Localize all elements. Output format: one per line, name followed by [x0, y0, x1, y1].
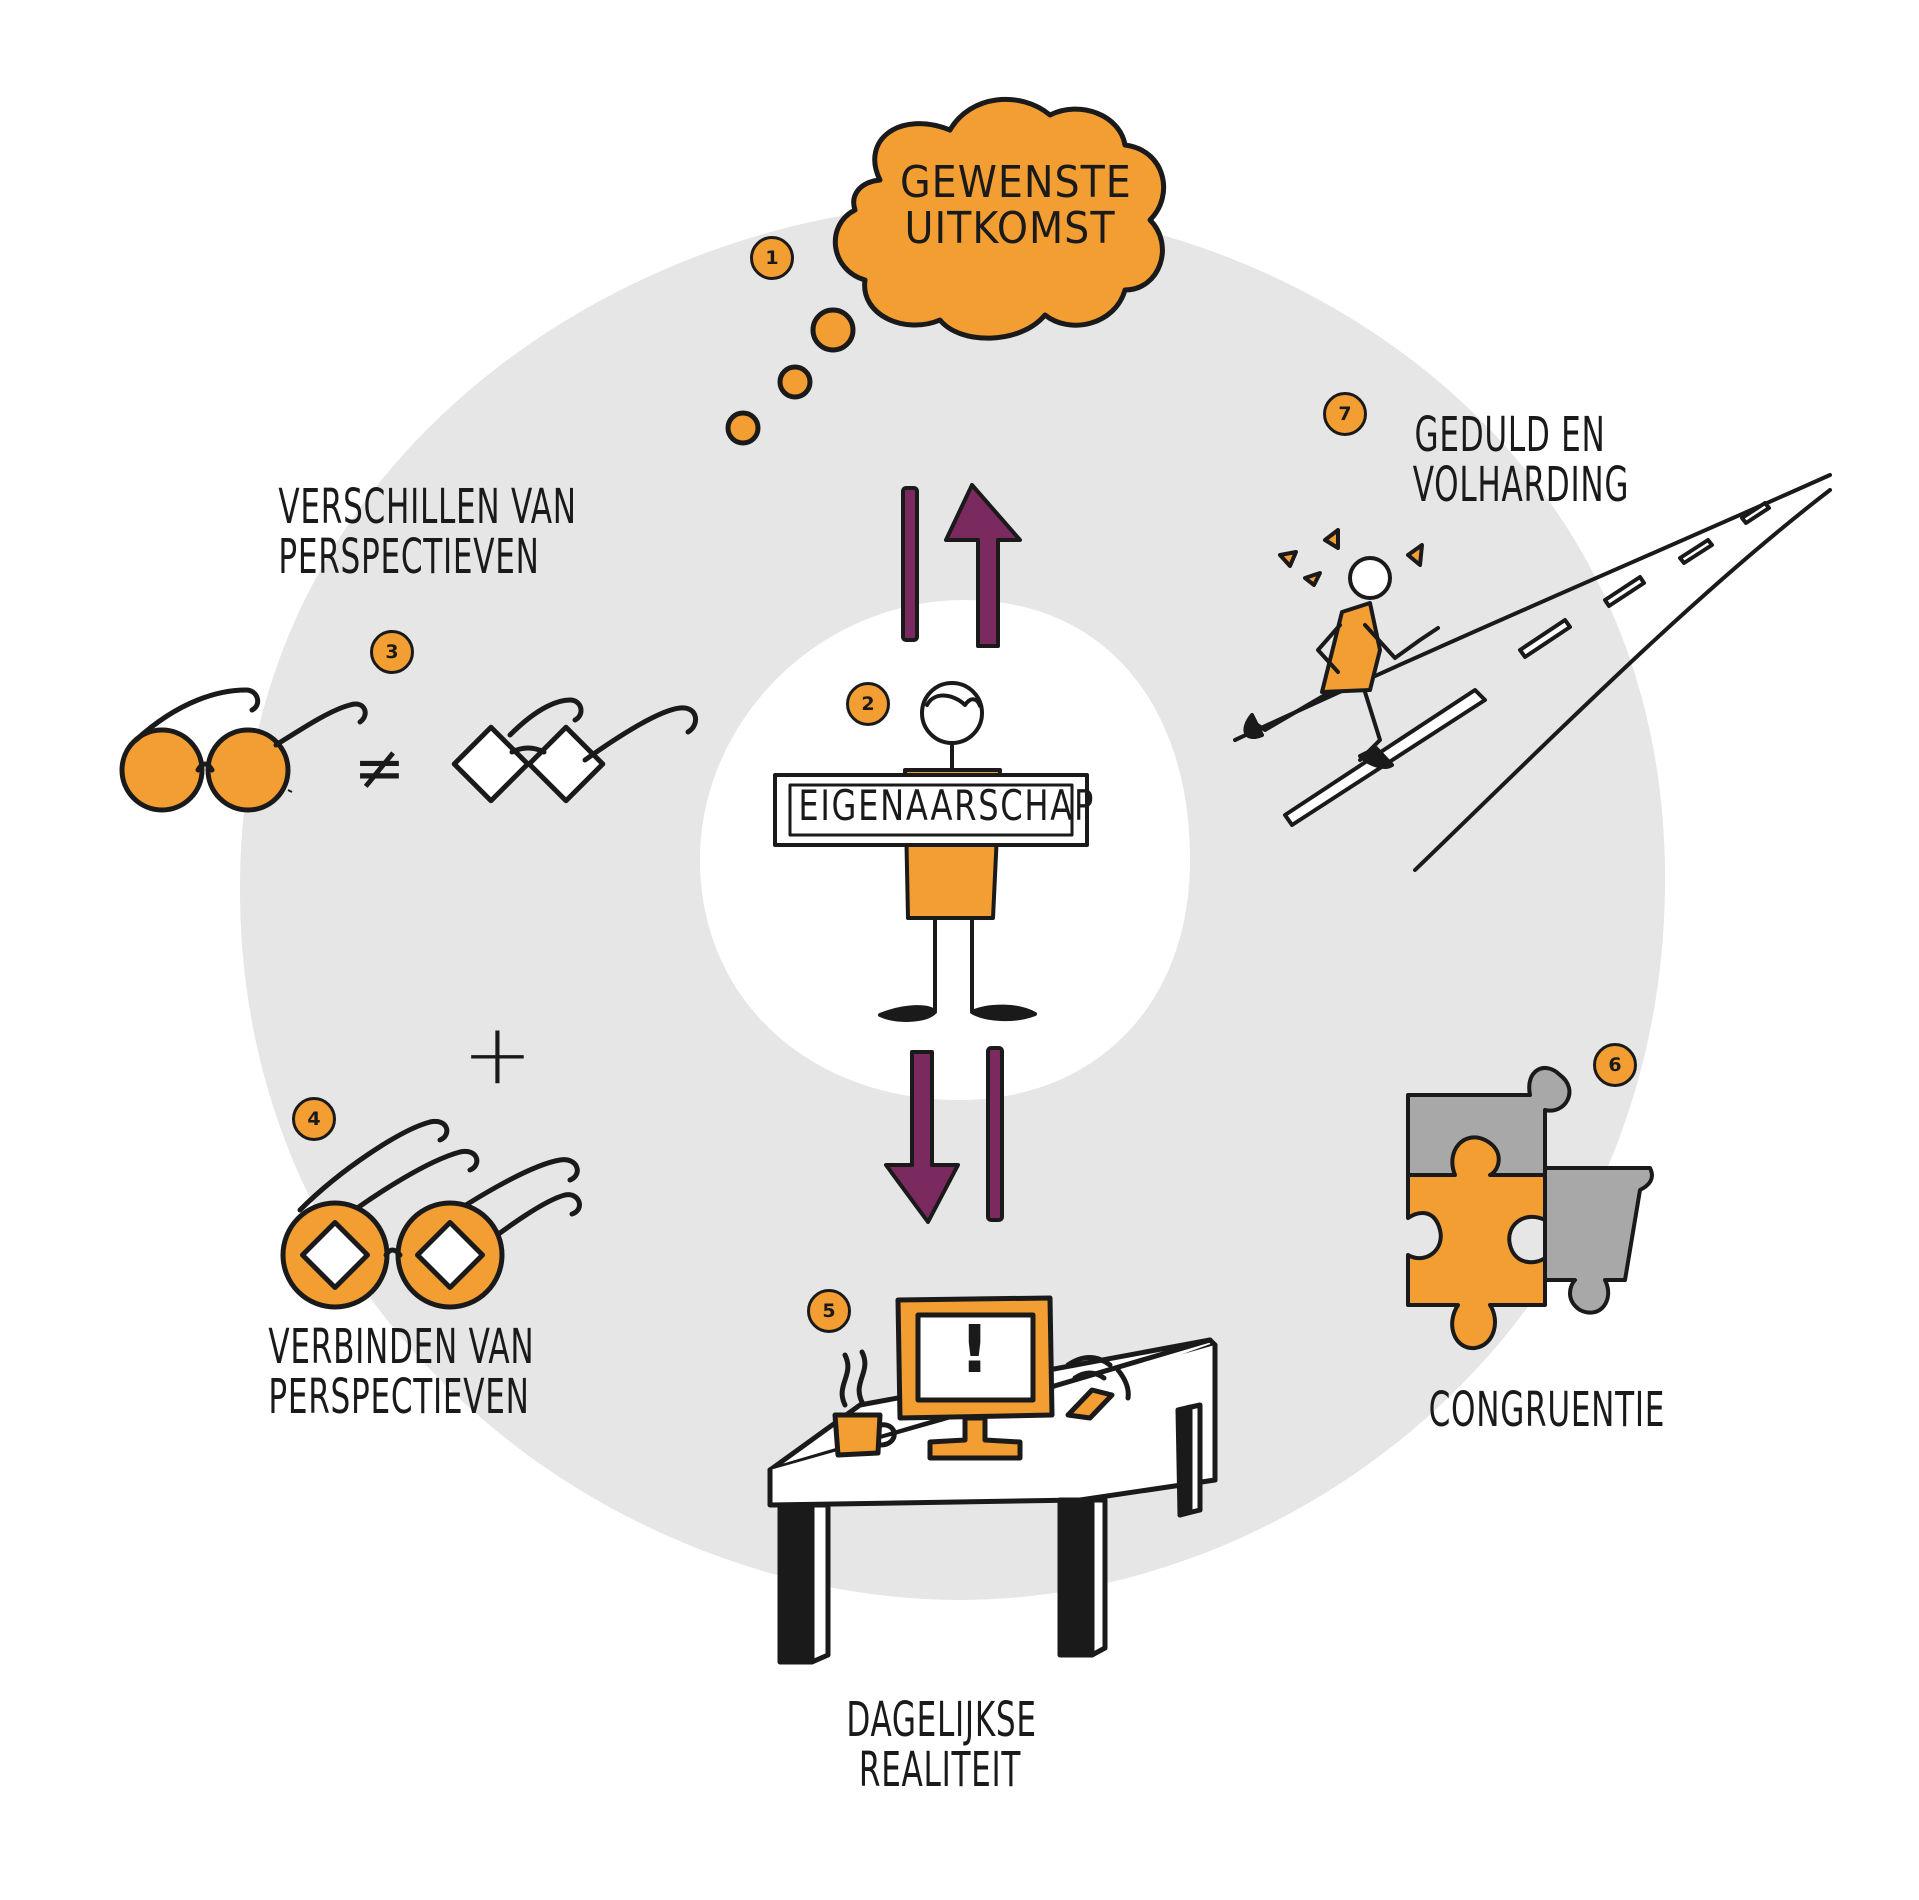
alert-exclamation-icon: !: [959, 1311, 991, 1388]
label-line: GEWENSTE: [900, 157, 1132, 208]
gray-ring: [239, 205, 1666, 1600]
label-line: VERBINDEN VAN: [268, 1319, 535, 1375]
label-line: GEDULD EN: [1414, 407, 1606, 463]
label-line: UITKOMST: [904, 203, 1116, 255]
label-line: PERSPECTIEVEN: [268, 1369, 530, 1426]
label-line: DAGELIJKSE: [846, 1692, 1037, 1748]
not-equal-symbol: ≠: [353, 731, 407, 804]
combined-glasses-icon: [280, 1118, 582, 1310]
runner-road-icon: [1233, 473, 1832, 872]
label-line: PERSPECTIEVEN: [278, 529, 540, 586]
up-arrows: [901, 483, 1022, 648]
label-dagelijkse-realiteit: DAGELIJKSE REALITEIT: [846, 1692, 1037, 1799]
badge-4: 4: [292, 1097, 336, 1141]
badge-5: 5: [807, 1289, 851, 1333]
badge-7: 7: [1323, 392, 1367, 436]
badge-2: 2: [846, 682, 890, 726]
label-line: VERSCHILLEN VAN: [278, 479, 577, 535]
stick-figure-owner: [773, 681, 1089, 1022]
label-line: VOLHARDING: [1412, 457, 1630, 514]
banner-eigenaarschap: EIGENAARSCHAP: [798, 781, 1096, 830]
label-verbinden-van-perspectieven: VERBINDEN VAN PERSPECTIEVEN: [268, 1319, 535, 1426]
label-verschillen-van-perspectieven: VERSCHILLEN VAN PERSPECTIEVEN: [278, 479, 577, 586]
label-congruentie: CONGRUENTIE: [1428, 1382, 1666, 1438]
plus-symbol: +: [462, 1005, 534, 1103]
puzzle-icon: [1406, 1065, 1654, 1351]
down-arrows: [884, 1046, 1004, 1224]
badge-3: 3: [370, 630, 414, 674]
label-line: CONGRUENTIE: [1428, 1382, 1666, 1438]
desk-computer-icon: [767, 1295, 1218, 1665]
label-geduld-en-volharding: GEDULD EN VOLHARDING: [1412, 407, 1630, 514]
label-line: REALITEIT: [858, 1742, 1022, 1799]
different-glasses-icon: [119, 687, 698, 813]
badge-6: 6: [1593, 1043, 1637, 1087]
badge-1: 1: [750, 236, 794, 280]
thought-cloud-icon: [725, 96, 1167, 446]
label-gewenste-uitkomst: GEWENSTE UITKOMST: [900, 157, 1132, 255]
dash-stroke: [287, 789, 293, 793]
